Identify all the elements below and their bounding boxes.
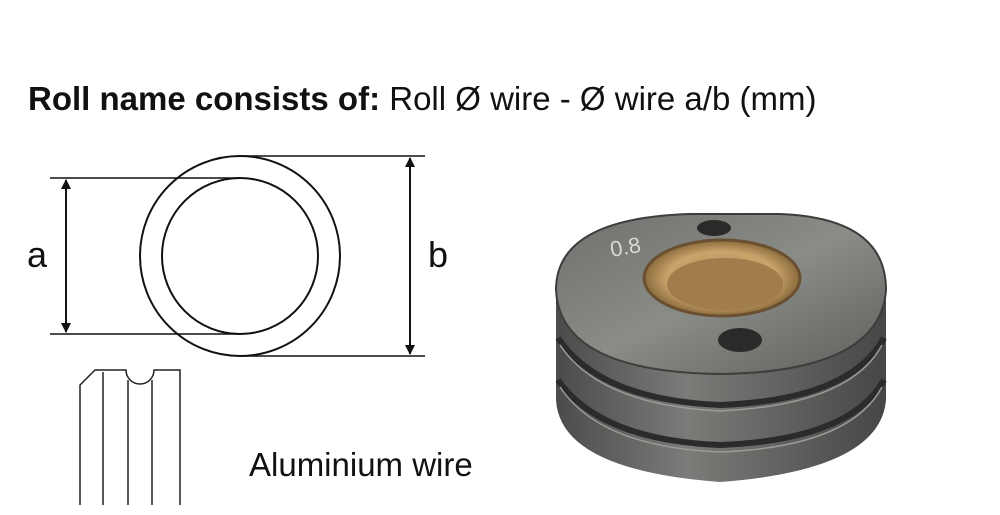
mount-hole-top xyxy=(697,220,731,236)
inner-ring xyxy=(161,177,319,335)
title: Roll name consists of: Roll Ø wire - Ø w… xyxy=(28,80,816,118)
ring-diagram xyxy=(50,155,425,357)
mount-hole-bottom xyxy=(718,328,762,352)
outer-ring xyxy=(139,155,341,357)
title-bold: Roll name consists of: xyxy=(28,80,381,117)
label-a: a xyxy=(27,234,48,275)
engraving-size: 0.8 xyxy=(608,232,642,262)
label-b: b xyxy=(428,234,449,275)
feed-roll-photo: 0.8 xyxy=(554,213,888,482)
caption-aluminium-wire: Aluminium wire xyxy=(249,446,473,483)
title-normal: Roll Ø wire - Ø wire a/b (mm) xyxy=(389,80,817,117)
groove-profile xyxy=(79,369,181,505)
